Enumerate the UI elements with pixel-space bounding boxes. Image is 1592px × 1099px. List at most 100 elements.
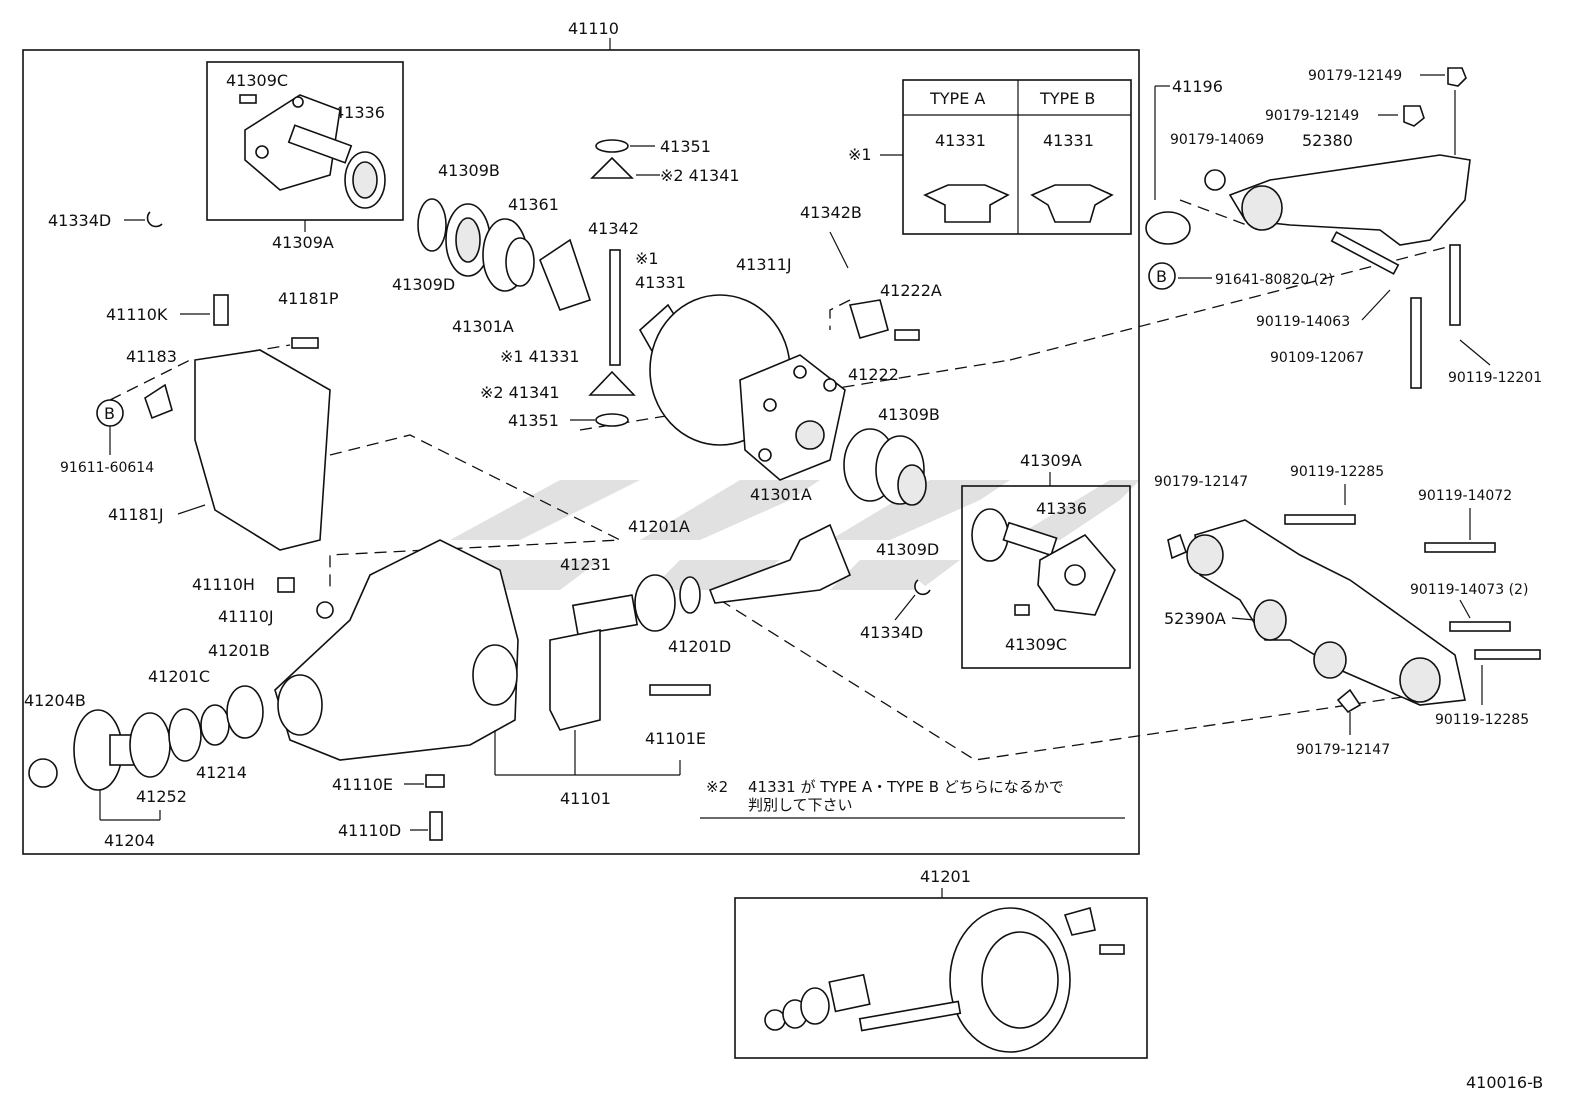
note-marker: ※2 — [706, 778, 728, 796]
breather-plug-41110K — [213, 294, 229, 326]
b-marker-left: B — [96, 399, 124, 427]
label-41342: 41342 — [588, 219, 639, 238]
bolt-90119-12285-a — [1284, 514, 1356, 525]
b-marker-right: B — [1148, 262, 1176, 290]
label-41334D-left: 41334D — [48, 211, 111, 230]
type-a-header: TYPE A — [929, 89, 985, 108]
bolt-41181P — [291, 337, 319, 349]
side-flange-part-right — [971, 508, 1116, 616]
lock-plate-41222 — [848, 299, 889, 339]
label-90119-12285-a: 90119-12285 — [1290, 464, 1384, 480]
label-90179-12147-a: 90179-12147 — [1154, 474, 1248, 490]
cap-41196 — [1145, 211, 1191, 245]
nut-90179-14069 — [1204, 169, 1226, 191]
nut-90179-12149-b — [1403, 105, 1425, 127]
label-41336-right: 41336 — [1036, 499, 1087, 518]
note-block: ※2 41331 が TYPE A・TYPE B どちらになるかで 判別して下さ… — [700, 778, 1125, 819]
bolt-41222A — [894, 329, 920, 341]
pinion-gear-41341-bottom — [588, 370, 636, 396]
label-90179-14069: 90179-14069 — [1170, 132, 1264, 148]
carrier-housing-41101 — [274, 539, 519, 761]
svg-text:B: B — [104, 404, 115, 423]
clip-41334D-right — [914, 579, 931, 596]
label-90119-14063: 90119-14063 — [1256, 314, 1350, 330]
differential-case-41311J — [649, 294, 846, 481]
label-41110D: 41110D — [338, 821, 401, 840]
label-90119-14073: 90119-14073 (2) — [1410, 582, 1528, 598]
drain-plug-41110E — [425, 774, 445, 788]
nut-90179-12149-a — [1447, 67, 1467, 87]
note-line-2: 判別して下さい — [748, 796, 853, 814]
label-41351-top: 41351 — [660, 137, 711, 156]
label-41334D-right: 41334D — [860, 623, 923, 642]
label-41196: 41196 — [1172, 77, 1223, 96]
bolt-90119-12285-b — [1474, 649, 1541, 660]
label-41331-star: ※1 41331 — [500, 347, 580, 366]
label-90179-12147-b: 90179-12147 — [1296, 742, 1390, 758]
type-b-header: TYPE B — [1039, 89, 1095, 108]
label-41110H: 41110H — [192, 575, 255, 594]
drive-pinion — [708, 523, 852, 604]
washer-41351-top — [595, 139, 629, 153]
label-41181J: 41181J — [108, 505, 164, 524]
arm-52390A — [1194, 519, 1466, 706]
label-41309D: 41309D — [392, 275, 455, 294]
label-41222A: 41222A — [880, 281, 942, 300]
label-41110E: 41110E — [332, 775, 393, 794]
flange-inset-box-right — [961, 485, 1131, 669]
label-90179-12149-a: 90179-12149 — [1308, 68, 1402, 84]
bolt-41101E — [649, 684, 711, 696]
label-41101: 41101 — [560, 789, 611, 808]
type-b-part: 41331 — [1043, 131, 1094, 150]
label-91611-60614: 91611-60614 — [60, 460, 154, 476]
label-41341-top: ※2 41341 — [660, 166, 740, 185]
label-52380: 52380 — [1302, 131, 1353, 150]
bolt-90119-14073 — [1449, 621, 1511, 632]
label-91641-80820: 91641-80820 (2) — [1215, 272, 1333, 288]
label-41336: 41336 — [334, 103, 385, 122]
label-41342B: 41342B — [800, 203, 862, 222]
label-41204: 41204 — [104, 831, 155, 850]
pinion-shaft-41342 — [609, 249, 621, 366]
label-41201C: 41201C — [148, 667, 210, 686]
label-41351-bottom: 41351 — [508, 411, 559, 430]
ring-gear-set-parts — [764, 907, 1125, 1053]
nut-90179-12147-a — [1167, 533, 1188, 560]
label-41201B: 41201B — [208, 641, 270, 660]
companion-flange-group — [28, 685, 264, 791]
label-41309C: 41309C — [226, 71, 288, 90]
diff-cover-41181J — [194, 349, 331, 551]
label-41301A-right: 41301A — [750, 485, 812, 504]
type-a-part: 41331 — [935, 131, 986, 150]
filler-plug-41110D — [429, 811, 443, 841]
pinion-gear-41341-top — [590, 156, 634, 179]
plug-41110H — [277, 577, 295, 593]
label-41341-star: ※2 41341 — [480, 383, 560, 402]
nut-90179-12147-b — [1336, 688, 1362, 714]
label-41231: 41231 — [560, 555, 611, 574]
bolt-90119-14063 — [1330, 231, 1400, 275]
label-41214: 41214 — [196, 763, 247, 782]
label-90119-12201: 90119-12201 — [1448, 370, 1542, 386]
label-41110J: 41110J — [218, 607, 274, 626]
label-41101E: 41101E — [645, 729, 706, 748]
spacer-41231 — [571, 594, 639, 636]
label-41201D: 41201D — [668, 637, 731, 656]
label-mark-1: ※1 — [635, 249, 659, 268]
assembly-frame — [22, 49, 1140, 855]
label-41309B: 41309B — [438, 161, 500, 180]
note-line-1: 41331 が TYPE A・TYPE B どちらになるかで — [748, 778, 1064, 796]
type-b-gear-icon — [1030, 184, 1114, 223]
label-41301A: 41301A — [452, 317, 514, 336]
label-41309A-right: 41309A — [1020, 451, 1082, 470]
bolt-90119-12201 — [1449, 244, 1461, 326]
gasket-41110J — [316, 601, 334, 619]
label-41309B-right: 41309B — [878, 405, 940, 424]
label-41331-mid: 41331 — [635, 273, 686, 292]
bearing-41201A — [634, 574, 676, 632]
figure-code: 410016-B — [1466, 1073, 1543, 1092]
bolt-90119-14072 — [1424, 542, 1496, 553]
assembly-number: 41110 — [568, 19, 619, 38]
label-41252: 41252 — [136, 787, 187, 806]
